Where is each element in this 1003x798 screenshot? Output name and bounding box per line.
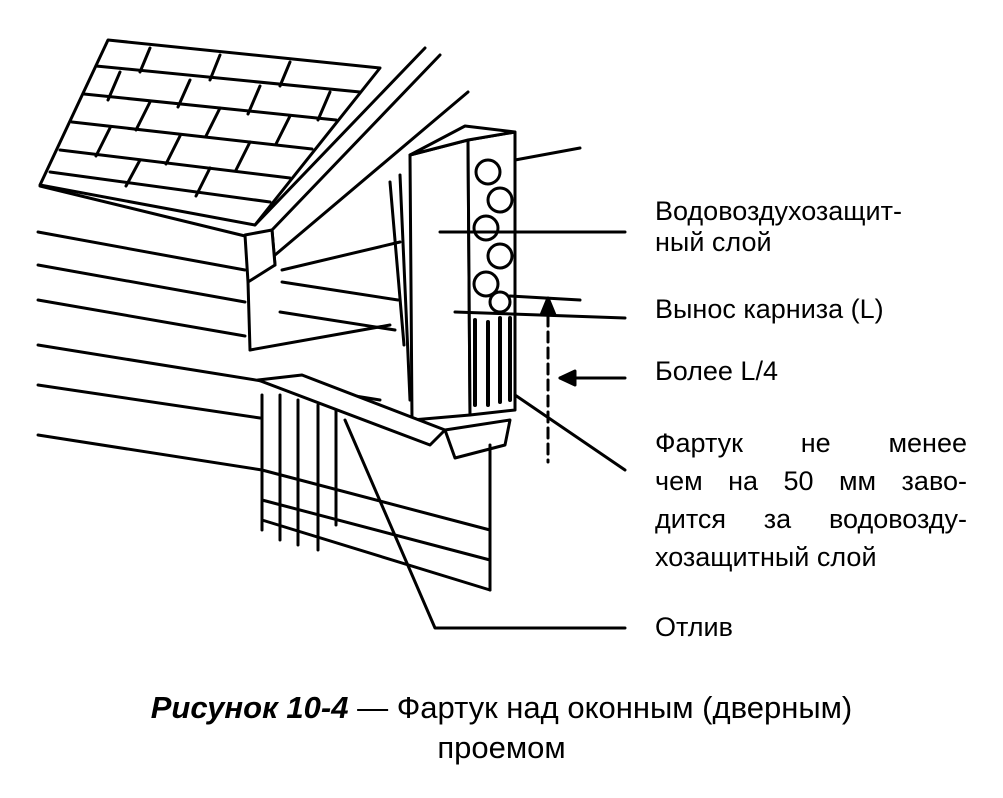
label-drip: Отлив: [655, 612, 733, 642]
window-frame: [388, 124, 582, 422]
label-apron-line-3: дится за водовозду-: [655, 504, 967, 534]
label-membrane: Водовоздухозащит- ный слой: [655, 196, 902, 257]
label-quarter: Более L/4: [655, 356, 778, 386]
roof-fascia: [38, 46, 470, 284]
label-apron-line-1: Фартук не менее: [655, 428, 967, 458]
label-apron-line-2: чем на 50 мм заво-: [655, 466, 967, 496]
roof-shingles: [38, 38, 382, 227]
figure-caption: Рисунок 10-4 — Фартук над оконным (дверн…: [0, 688, 1003, 768]
caption-line-2: проемом: [437, 730, 566, 765]
caption-line-1: Рисунок 10-4 — Фартук над оконным (дверн…: [0, 688, 1003, 728]
leader-lines: [278, 230, 627, 630]
figure-number: Рисунок 10-4: [150, 690, 349, 725]
wall-siding: [36, 230, 402, 522]
drip-flashing: [256, 373, 512, 592]
dimension-overhang: [508, 294, 582, 464]
label-overhang: Вынос карниза (L): [655, 294, 884, 324]
label-apron-line-4: хозащитный слой: [655, 542, 877, 572]
caption-text: — Фартук над оконным (дверным): [348, 690, 853, 725]
